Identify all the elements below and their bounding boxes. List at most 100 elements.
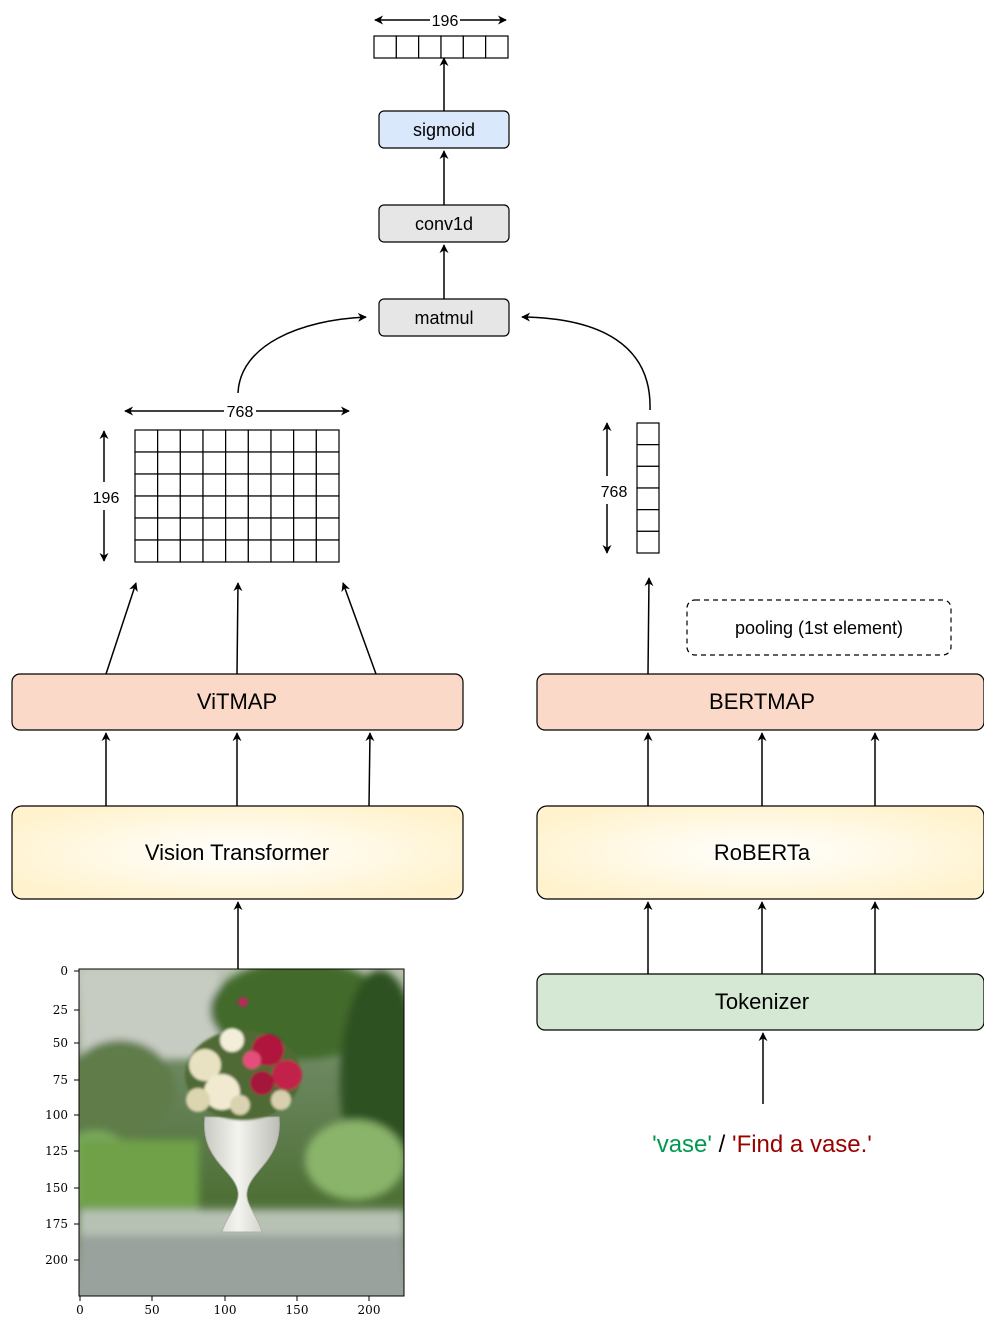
vision-feature-matrix [134, 429, 340, 563]
x-tick-label: 200 [358, 1303, 381, 1317]
vision-height-label: 196 [93, 490, 120, 507]
matrix-cell [247, 473, 272, 497]
matrix-cell [315, 539, 340, 563]
vision-transformer-block: Vision Transformer [11, 805, 464, 900]
matrix-cell [270, 539, 295, 563]
sigmoid-block: sigmoid [378, 110, 510, 149]
matrix-cell [315, 517, 340, 541]
matrix-cell [202, 451, 227, 475]
matrix-cell [157, 451, 181, 475]
tokenizer-block: Tokenizer [536, 973, 984, 1031]
text-to-matmul-arrow [521, 312, 651, 411]
output-dimension-label: 196 [432, 13, 459, 30]
output-cell [395, 35, 420, 59]
output-vector [373, 35, 509, 59]
matrix-cell [247, 539, 272, 563]
matrix-cell [247, 517, 272, 541]
matmul-label: matmul [414, 308, 473, 328]
x-tick-label: 100 [214, 1303, 237, 1317]
query-single-word: 'vase' [652, 1131, 712, 1158]
bertmap-block: BERTMAP [536, 673, 984, 731]
text-query: 'vase' / 'Find a vase.' [652, 1131, 872, 1158]
matrix-cell [225, 429, 249, 453]
matrix-cell [247, 495, 272, 519]
y-tick-label: 50 [53, 1036, 68, 1050]
conv1d-label: conv1d [415, 214, 473, 234]
roberta-label: RoBERTa [714, 840, 811, 865]
matrix-cell [270, 473, 295, 497]
vector-cell [636, 465, 660, 489]
vitmap-label: ViTMAP [197, 689, 277, 714]
matrix-cell [134, 539, 159, 563]
matrix-cell [157, 495, 181, 519]
matrix-cell [293, 495, 317, 519]
vision-width-label: 768 [227, 404, 254, 421]
vitmap-output-arrow-left [105, 582, 138, 675]
vitmap-output-arrow-center [233, 582, 243, 675]
vector-cell [636, 530, 660, 554]
matmul-block: matmul [378, 298, 510, 337]
y-tick-label: 0 [60, 964, 68, 978]
input-image: 0 25 50 75 100 125 150 175 200 0 50 100 150 200 [45, 964, 405, 1317]
matrix-cell [134, 429, 159, 453]
vector-cell [636, 444, 660, 467]
matrix-cell [202, 495, 227, 519]
matrix-cell [225, 451, 249, 475]
sigmoid-label: sigmoid [413, 120, 475, 140]
matrix-cell [202, 473, 227, 497]
matrix-cell [315, 495, 340, 519]
y-tick-label: 100 [45, 1108, 68, 1122]
vision-to-matmul-arrow [237, 312, 367, 394]
matrix-cell [202, 429, 227, 453]
matrix-cell [202, 539, 227, 563]
matrix-cell [315, 429, 340, 453]
y-tick-label: 75 [53, 1073, 68, 1087]
y-tick-label: 125 [45, 1144, 68, 1158]
vision-transformer-label: Vision Transformer [145, 840, 329, 865]
output-cell [462, 35, 487, 59]
matrix-cell [270, 429, 295, 453]
matrix-cell [225, 495, 249, 519]
x-tick-label: 50 [144, 1303, 159, 1317]
matrix-cell [179, 451, 204, 475]
vitmap-block: ViTMAP [11, 673, 464, 731]
tokenizer-label: Tokenizer [715, 989, 809, 1014]
vitmap-output-arrow-right [341, 582, 377, 675]
output-cell [485, 35, 509, 59]
y-tick-label: 25 [53, 1003, 68, 1017]
matrix-cell [225, 473, 249, 497]
y-tick-label: 150 [45, 1181, 68, 1195]
matrix-cell [293, 429, 317, 453]
matrix-cell [157, 517, 181, 541]
matrix-cell [179, 429, 204, 453]
matrix-cell [270, 451, 295, 475]
query-sentence: 'Find a vase.' [732, 1131, 872, 1158]
matrix-cell [179, 495, 204, 519]
matrix-cell [315, 473, 340, 497]
x-tick-label: 150 [286, 1303, 309, 1317]
matrix-cell [134, 473, 159, 497]
matrix-cell [225, 517, 249, 541]
matrix-cell [202, 517, 227, 541]
pooling-label: pooling (1st element) [735, 618, 903, 638]
bertmap-output-arrow [644, 577, 654, 675]
x-tick-label: 0 [76, 1303, 84, 1317]
image-axes: 0 25 50 75 100 125 150 175 200 0 50 100 150 200 [45, 964, 380, 1317]
matrix-cell [247, 451, 272, 475]
bertmap-label: BERTMAP [709, 689, 815, 714]
vector-cell [636, 509, 660, 532]
vit-to-vitmap-arrow-right [365, 732, 375, 807]
matrix-cell [179, 473, 204, 497]
matrix-cell [179, 539, 204, 563]
matrix-cell [293, 539, 317, 563]
conv1d-block: conv1d [378, 204, 510, 243]
matrix-cell [157, 429, 181, 453]
vector-cell [636, 422, 660, 446]
matrix-cell [247, 429, 272, 453]
y-tick-label: 175 [45, 1217, 68, 1231]
output-cell [440, 35, 464, 59]
matrix-cell [157, 473, 181, 497]
y-tick-label: 200 [45, 1253, 68, 1267]
text-vector-label: 768 [601, 484, 628, 501]
matrix-cell [134, 451, 159, 475]
